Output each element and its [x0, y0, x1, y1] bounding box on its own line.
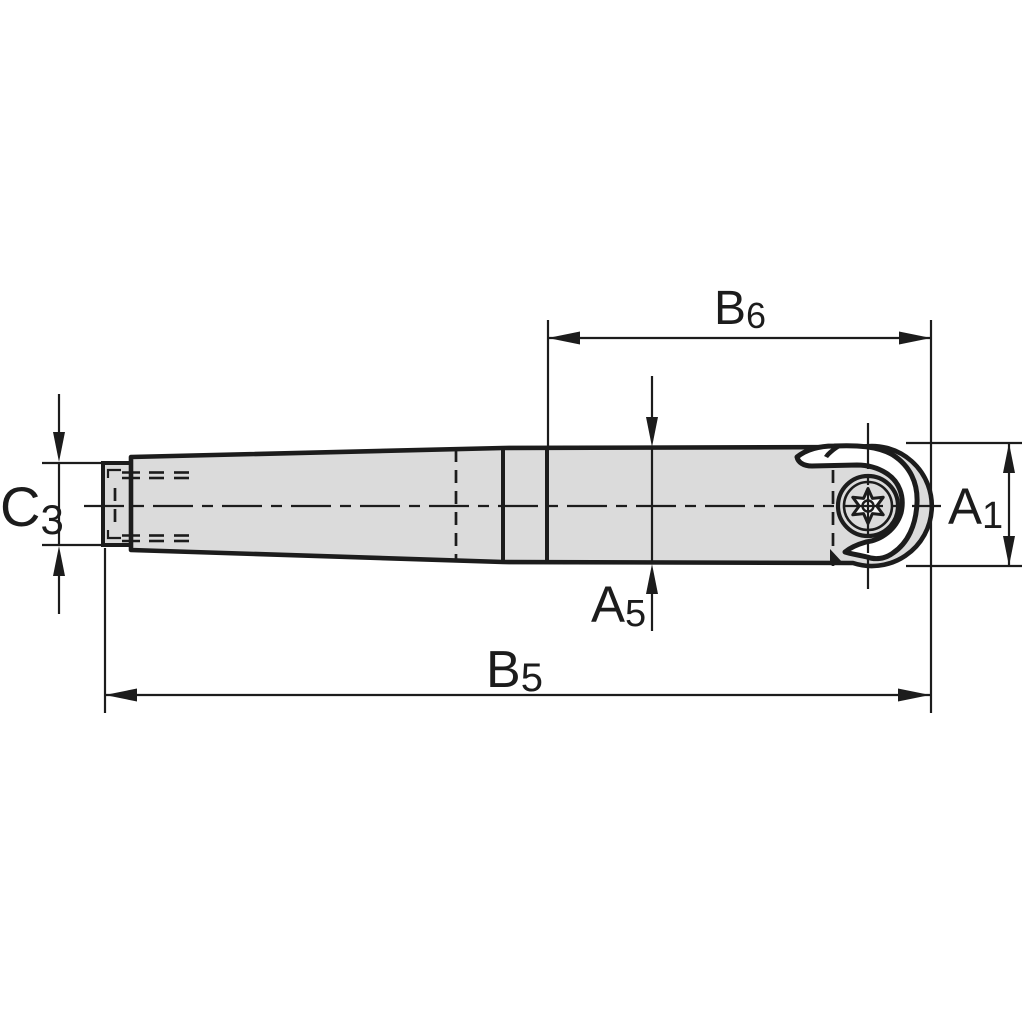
- stub-inner-mark-top: [106, 468, 121, 478]
- insert-corner-wedge: [830, 549, 843, 563]
- dimension-b5: B5: [103, 548, 930, 713]
- a5-arrow-up-icon: [646, 564, 658, 594]
- c3-arrow-up-icon: [53, 546, 65, 576]
- b6-arrow-right-icon: [899, 331, 931, 345]
- label-a5: A5: [591, 576, 646, 635]
- stub-inner-mark-bottom: [106, 530, 121, 540]
- label-c3: C3: [0, 475, 64, 543]
- dimension-c3: C3: [0, 394, 101, 614]
- a1-arrow-down-icon: [1003, 536, 1015, 566]
- dimension-a1: A1: [906, 441, 1022, 568]
- label-b5: B5: [486, 641, 543, 700]
- chip-gash: [794, 443, 920, 562]
- dimension-a5: A5: [591, 376, 658, 635]
- clamp-marks: [122, 471, 189, 543]
- label-b6: B6: [714, 282, 766, 336]
- b5-arrow-left-icon: [105, 688, 137, 702]
- a1-arrow-up-icon: [1003, 443, 1015, 473]
- b5-arrow-right-icon: [898, 688, 930, 702]
- b6-arrow-left-icon: [548, 331, 580, 345]
- label-a1: A1: [948, 478, 1003, 537]
- cutting-edge-land: [824, 443, 849, 458]
- a5-arrow-down-icon: [646, 417, 658, 447]
- c3-arrow-down-icon: [53, 432, 65, 462]
- dimension-b6: B6: [546, 282, 933, 713]
